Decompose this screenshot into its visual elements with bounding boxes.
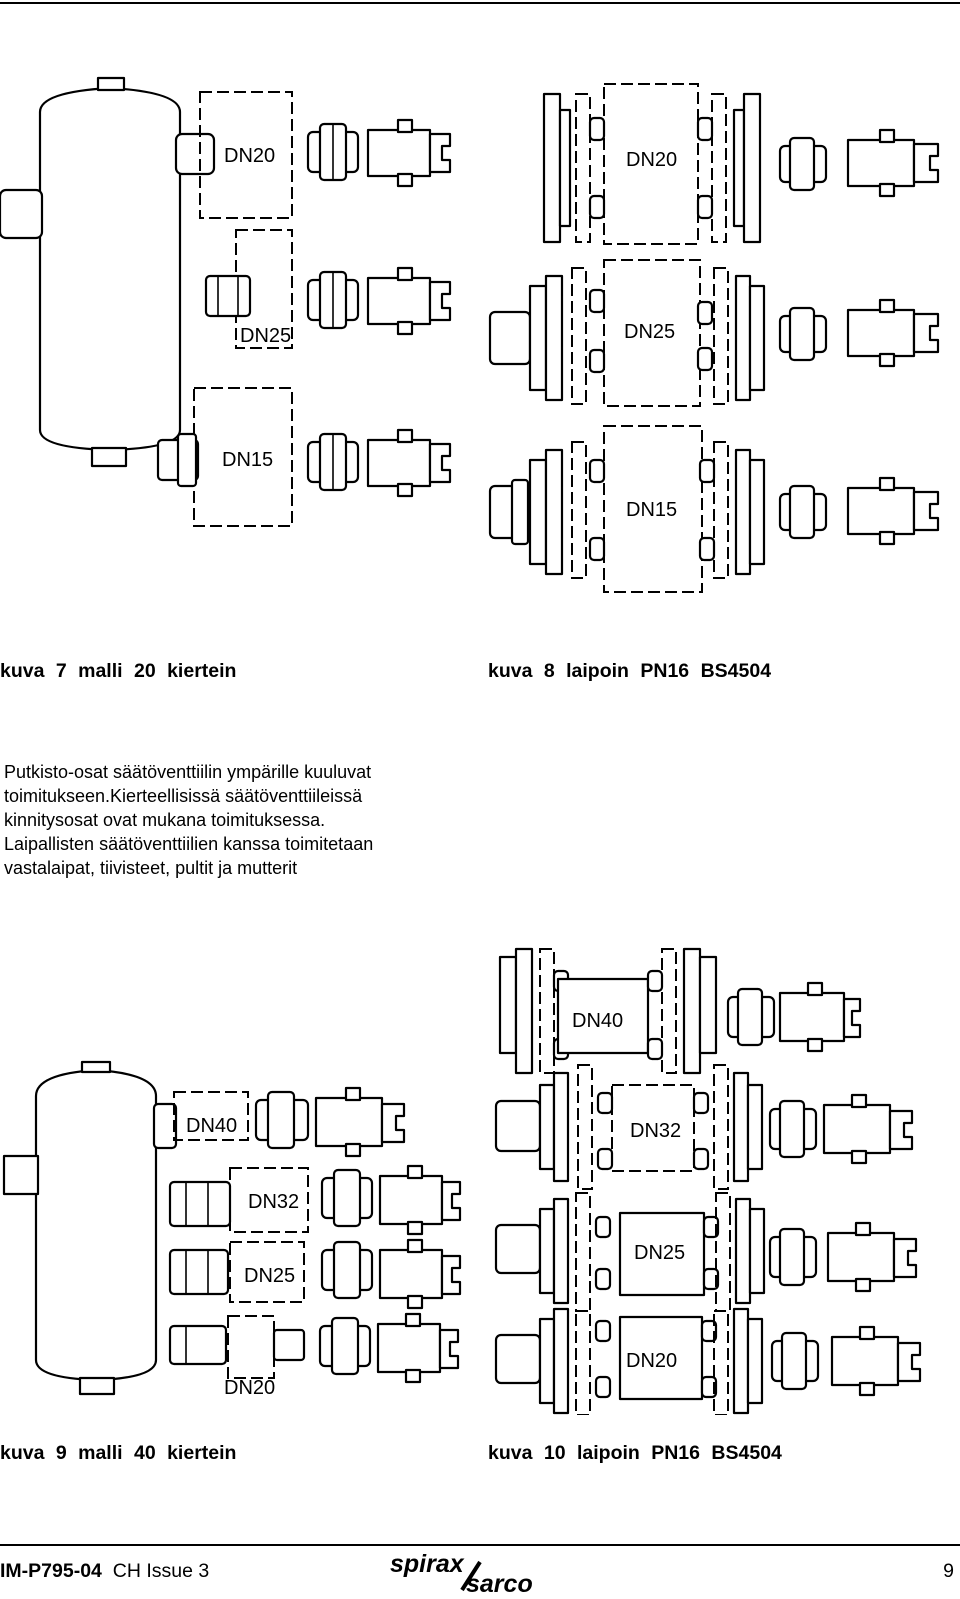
logo-bottom: sarco [466,1570,533,1594]
logo-top: spirax [390,1550,465,1578]
vessel-body [34,1068,158,1382]
paragraph-line-1: Putkisto-osat säätöventtiilin ympärille … [4,762,372,782]
label-dn15: DN15 [222,449,273,471]
label-dn40: DN40 [186,1115,237,1137]
figure-9-drawing: DN40 DN32 DN25 DN20 [0,1060,470,1410]
valve-outline-row-1 [603,83,699,245]
flange-row-3 [488,425,766,593]
paragraph-line-2: toimitukseen.Kierteellisissä säätöventti… [4,786,363,806]
footer-document-code: IM-P795-04 CH Issue 3 [0,1560,209,1583]
valve-outline-dn32 [229,1167,309,1233]
figure-9-caption: kuva 9 malli 40 kiertein [0,1442,237,1464]
top-rule [0,2,960,4]
label-dn25: DN25 [634,1242,685,1264]
label-dn20: DN20 [626,1350,677,1372]
valve-outline-dn20 [227,1315,275,1379]
valve-outline-dn40 [173,1091,249,1141]
figure-7-caption: kuva 7 malli 20 kiertein [0,660,237,682]
vessel-body [38,86,182,452]
union-row-3 [306,432,360,492]
valve-outline-row-3 [603,425,703,593]
label-dn15: DN15 [626,499,677,521]
label-dn20: DN20 [224,145,275,167]
label-dn25: DN25 [244,1265,295,1287]
valve-outline-row-2 [603,259,701,407]
figure-8-drawing: DN20 DN25 DN15 [488,80,958,600]
doc-code: IM-P795-04 [0,1560,102,1582]
flange-row-2 [488,259,766,407]
figure-8-caption: kuva 8 laipoin PN16 BS4504 [488,660,772,682]
valve-outline-dn25 [229,1241,305,1303]
figure-10-drawing: DN40 DN32 DN25 DN20 [488,945,958,1415]
valve-outline-dn20 [199,91,293,219]
label-dn25: DN25 [624,321,675,343]
label-dn32: DN32 [630,1120,681,1142]
spirax-sarco-logo: spirax sarco [390,1548,560,1598]
issue-label: CH Issue 3 [112,1560,210,1582]
figure-7-drawing: DN20 DN25 DN15 [0,70,470,540]
trap-row-3 [366,428,452,498]
label-dn32: DN32 [248,1191,299,1213]
valve-outline-dn32 [611,1084,695,1172]
footer-rule [0,1544,960,1546]
trap-row-2 [366,266,452,336]
trap-row-1 [366,118,452,188]
paragraph-line-5: vastalaipat, tiivisteet, pultit ja mutte… [4,858,298,878]
label-dn25: DN25 [240,325,291,347]
page-number: 9 [943,1560,954,1582]
label-dn40: DN40 [572,1010,623,1032]
paragraph-line-3: kinnitysosat ovat mukana toimituksessa. [4,810,326,830]
label-dn20: DN20 [626,149,677,171]
description-paragraph: Putkisto-osat säätöventtiilin ympärille … [4,760,474,880]
flange-row-1 [542,83,762,245]
label-dn20: DN20 [224,1377,275,1399]
union-row-2 [306,270,360,330]
paragraph-line-4: Laipallisten säätöventtiilien kanssa toi… [4,834,374,854]
figure-10-caption: kuva 10 laipoin PN16 BS4504 [488,1442,782,1464]
union-row-1 [306,122,360,182]
